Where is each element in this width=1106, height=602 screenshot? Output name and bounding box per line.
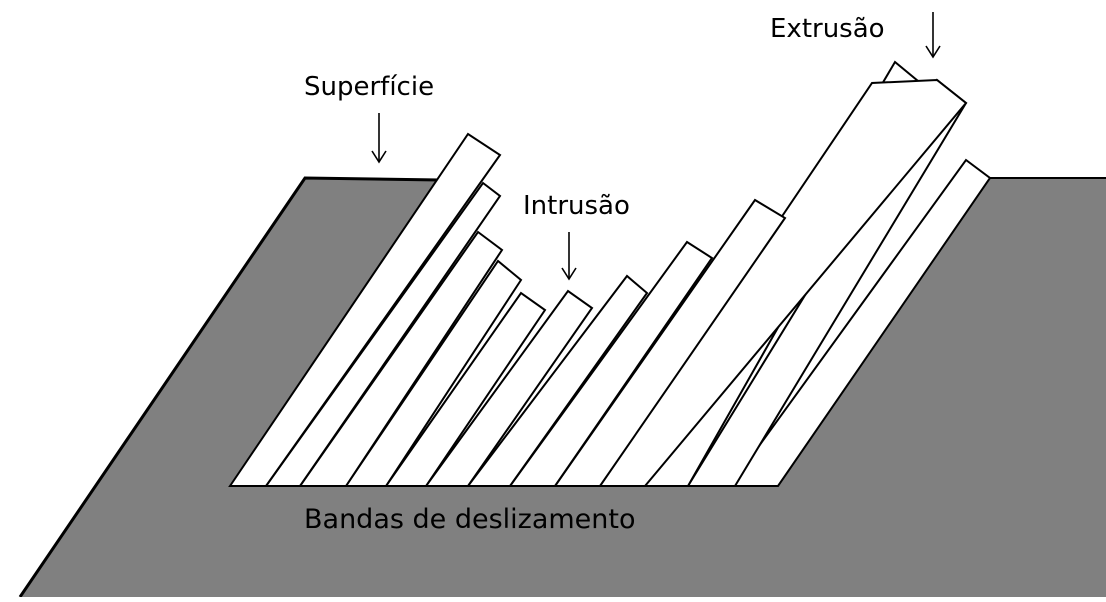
down-arrow-icon: [925, 12, 941, 59]
slip-band: [553, 198, 787, 487]
slip-bands-label: Bandas de deslizamento: [304, 504, 636, 535]
surface-label: Superfície: [304, 72, 435, 102]
extrusion-label: Extrusão: [770, 14, 885, 44]
slip-band: [228, 132, 502, 487]
intrusion-label: Intrusão: [523, 191, 630, 221]
slip-bands: [228, 60, 992, 487]
material-block: [20, 178, 1106, 597]
slip-band: [508, 240, 714, 487]
down-arrow-icon: [561, 232, 577, 281]
slip-band: [598, 78, 968, 487]
slip-band: [344, 259, 523, 487]
slip-band: [384, 291, 547, 487]
slip-band: [465, 274, 649, 487]
surface-edge-left: [18, 176, 441, 598]
slip-band: [728, 158, 992, 487]
slip-band: [424, 289, 594, 487]
down-arrow-icon: [371, 113, 387, 164]
slip-band: [298, 230, 504, 487]
slip-band: [264, 181, 502, 487]
